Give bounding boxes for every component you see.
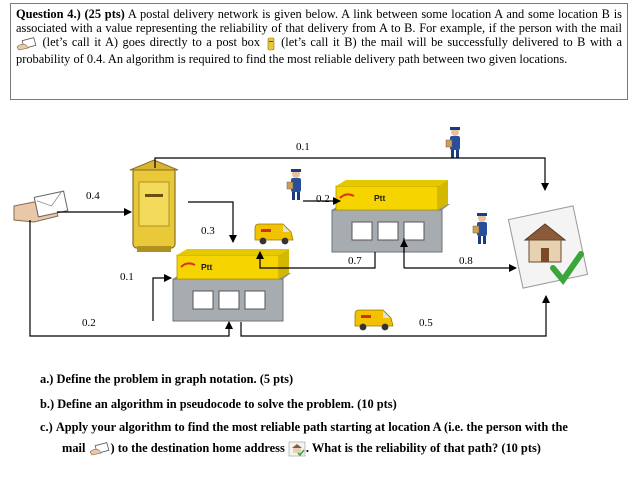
subquestion-c-line2: mail ) to the destination home address .… [62,441,541,457]
sub-a-points: (5 pts) [259,372,294,386]
question-text: Question 4.) (25 pts) A postal delivery … [16,7,622,66]
edge-postman-to-office1: 0.2 [303,193,341,205]
ptt-label-bottom: Ptt [201,262,213,272]
edge-top-route: 0.1 [154,141,549,191]
edge-office2-to-office1: 0.1 [120,271,172,321]
sub-c-label: c.) [40,420,53,434]
question-heading: Question 4.) (25 pts) [16,7,125,21]
van-middle [254,223,294,245]
subquestion-c-line1: c.) Apply your algorithm to find the mos… [40,420,568,435]
home-icon [288,441,306,457]
subquestion-a: a.) Define the problem in graph notation… [40,372,293,387]
edge-office2-to-home-bottom: 0.5 [240,295,550,337]
van-bottom [354,309,394,331]
postbox-icon [267,37,274,50]
postbox-node [129,159,179,252]
sub-c-text-4: . What is the reliability of that path? [305,441,499,455]
edge-office1-to-home: 0.8 [400,238,516,268]
edge-label-0-1-top: 0.1 [296,141,310,153]
mail-hand-icon [89,442,109,456]
edge-label-0-7-office1-office2: 0.7 [348,255,362,267]
question-text-3: (let’s call it B) the mail will be succe… [16,35,622,66]
question-frame [10,3,628,100]
ptt-office-bottom: Ptt [172,248,292,322]
postman-top-right [445,126,461,159]
mail-hand-icon [16,36,37,50]
edge-mail-to-office2-bottom: 0.2 [29,220,233,337]
edge-label-0-4-mail-postbox: 0.4 [86,190,100,202]
question-text-1: A postal delivery network is given below… [16,7,622,36]
ptt-office-top: Ptt [331,179,451,253]
sub-c-text-2: mail [62,441,86,455]
edge-mail-to-postbox: 0.4 [57,190,132,216]
postman-middle [286,168,302,201]
postman-right [472,212,488,245]
sub-a-text: Define the problem in graph notation. [56,372,257,386]
ptt-label-top: Ptt [374,193,386,203]
edge-label-0-2-bottom: 0.2 [82,317,96,329]
sub-a-label: a.) [40,372,54,386]
edge-label-0-3-postbox-office2: 0.3 [201,225,215,237]
edge-label-0-8-office1-home: 0.8 [459,255,473,267]
sub-b-label: b.) [40,397,55,411]
edge-label-0-1-office2: 0.1 [120,271,134,283]
edge-office1-to-office2: 0.7 [256,251,376,269]
sub-c-points: (10 pts) [501,441,541,455]
home-node [507,205,589,289]
question-text-2: (let’s call it A) goes directly to a pos… [42,35,261,50]
edge-label-0-5-office2-home: 0.5 [419,317,433,329]
edge-postbox-to-office2: 0.3 [188,201,237,243]
mail-hand-node [13,190,69,223]
sub-b-text: Define an algorithm in pseudocode to sol… [57,397,355,411]
sub-b-points: (10 pts) [357,397,397,411]
sub-c-text-1: Apply your algorithm to find the most re… [55,420,568,434]
edge-label-0-2-postman-office1: 0.2 [316,193,330,205]
delivery-network-diagram: Ptt Ptt 0.4 0.3 0.1 0.2 0.7 [13,126,589,337]
subquestion-b: b.) Define an algorithm in pseudocode to… [40,397,397,412]
sub-c-text-3: ) to the destination home address [110,441,285,455]
